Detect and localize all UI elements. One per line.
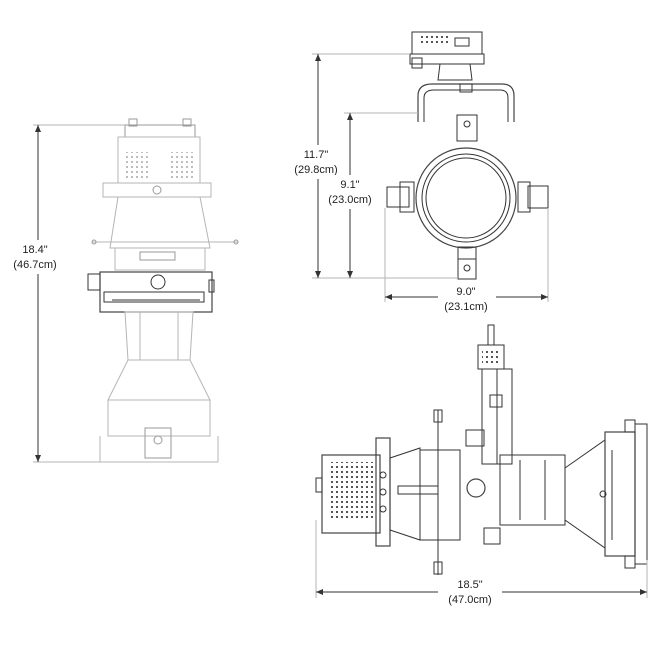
bottom-length-inches: 18.5" (457, 579, 482, 591)
front-height-inches: 18.4" (22, 244, 47, 256)
bottom-view (315, 324, 648, 575)
side-width-dimension (384, 208, 549, 313)
side-body-height-cm: (23.0cm) (328, 194, 371, 206)
front-height-dimension (4, 124, 125, 463)
side-view (386, 31, 549, 280)
bottom-length-dimension (315, 520, 648, 606)
bottom-length-cm: (47.0cm) (448, 594, 491, 606)
side-width-cm: (23.1cm) (444, 301, 487, 313)
side-body-height-inches: 9.1" (340, 179, 359, 191)
side-body-height-dimension (322, 112, 418, 278)
side-width-inches: 9.0" (456, 286, 475, 298)
side-total-height-inches: 11.7" (304, 149, 329, 161)
front-view (87, 118, 239, 463)
side-total-height-cm: (29.8cm) (294, 164, 337, 176)
front-height-cm: (46.7cm) (13, 259, 56, 271)
side-total-height-dimension (284, 53, 458, 279)
